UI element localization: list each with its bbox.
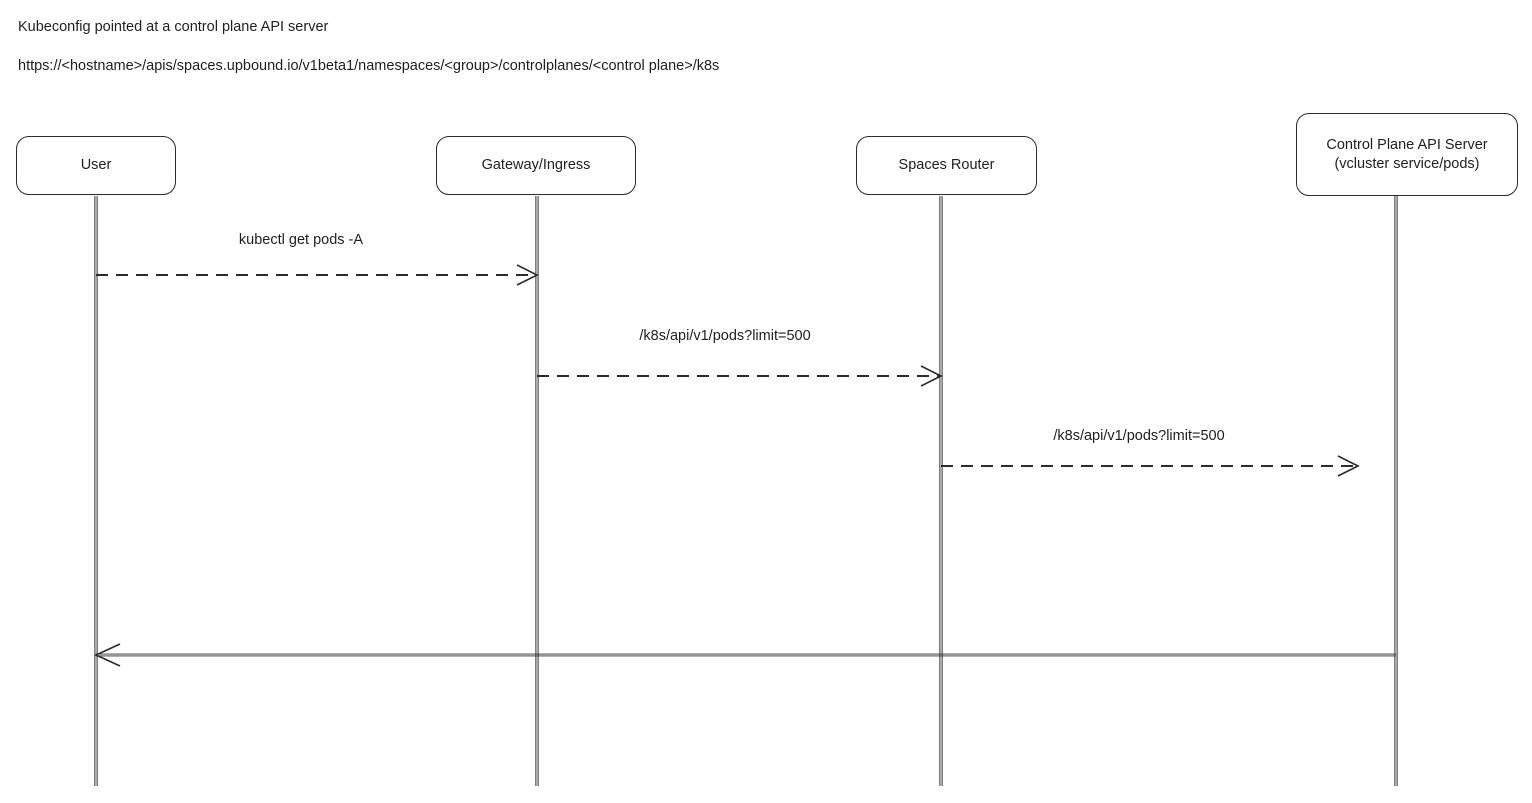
arrowhead bbox=[920, 365, 943, 387]
participant-label-line: User bbox=[80, 157, 112, 174]
message-arrow bbox=[94, 643, 1396, 667]
participant-box-apiserver[interactable]: Control Plane API Server (vcluster servic… bbox=[1296, 113, 1518, 196]
arrowhead bbox=[516, 264, 539, 286]
arrowhead bbox=[94, 643, 121, 667]
participant-box-gateway[interactable]: Gateway/Ingress bbox=[436, 136, 636, 195]
participant-box-router[interactable]: Spaces Router bbox=[856, 136, 1037, 195]
lifelines-group bbox=[94, 196, 1398, 786]
message-label: /k8s/api/v1/pods?limit=500 bbox=[639, 328, 811, 344]
message-arrow bbox=[96, 264, 539, 286]
message-arrow bbox=[537, 365, 943, 387]
note-line-2: https://<hostname>/apis/spaces.upbound.i… bbox=[18, 58, 720, 74]
participant-label-line: Gateway/Ingress bbox=[481, 157, 591, 174]
note-line-1: Kubeconfig pointed at a control plane AP… bbox=[18, 19, 329, 35]
arrowhead bbox=[1337, 455, 1360, 477]
message-arrow bbox=[941, 455, 1360, 477]
participant-label-line: Spaces Router bbox=[898, 157, 995, 174]
participant-box-user[interactable]: User bbox=[16, 136, 176, 195]
message-label: kubectl get pods -A bbox=[238, 232, 364, 248]
message-label: /k8s/api/v1/pods?limit=500 bbox=[1053, 428, 1225, 444]
participant-label-line: Control Plane API Server bbox=[1326, 136, 1488, 153]
messages-group bbox=[94, 264, 1396, 667]
participant-label-line: (vcluster service/pods) bbox=[1334, 155, 1480, 172]
